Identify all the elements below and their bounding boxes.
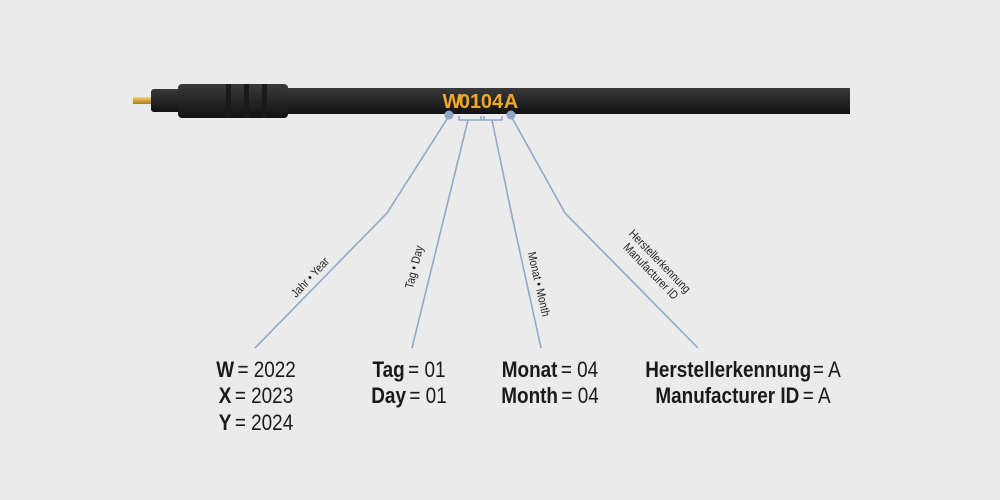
leader-month [491,119,542,349]
svg-text:W= 2022: W= 2022 [216,358,296,383]
year-legend: W= 2022 X= 2023 Y= 2024 [216,358,296,436]
svg-text:Herstellerkennung= A: Herstellerkennung= A [645,358,841,383]
svg-text:Tag= 01: Tag= 01 [373,358,446,383]
code-year: W [443,91,462,113]
leader-lines [254,110,699,349]
label-year: Jahr • Year [289,255,332,300]
label-day: Tag • Day [403,244,426,290]
leader-day [411,119,469,349]
manufacturer-legend: Herstellerkennung= A Manufacturer ID= A [645,358,841,409]
cable-code: W 01 04 A [443,91,519,113]
connector-body [178,84,288,118]
leader-labels: Jahr • Year Tag • Day Monat • Month Hers… [289,228,693,318]
svg-text:Day= 01: Day= 01 [371,384,446,409]
svg-text:Y= 2024: Y= 2024 [219,411,293,436]
code-day: 01 [459,91,481,113]
month-legend: Monat= 04 Month= 04 [501,358,598,409]
marker-dot [506,110,516,120]
svg-text:Month= 04: Month= 04 [501,384,598,409]
cable [133,84,850,118]
connector-collar [151,89,181,112]
label-month: Monat • Month [524,251,551,318]
marker-dot [444,110,454,120]
svg-text:X= 2023: X= 2023 [219,384,293,409]
connector-pin [133,97,153,104]
leader-manufacturer [510,115,699,349]
code-manufacturer: A [504,91,518,113]
svg-text:Monat= 04: Monat= 04 [502,358,598,383]
cable-jacket [287,88,850,114]
code-month: 04 [481,91,504,113]
day-legend: Tag= 01 Day= 01 [371,358,446,409]
leader-year [254,115,450,349]
svg-text:Manufacturer ID= A: Manufacturer ID= A [655,384,831,409]
